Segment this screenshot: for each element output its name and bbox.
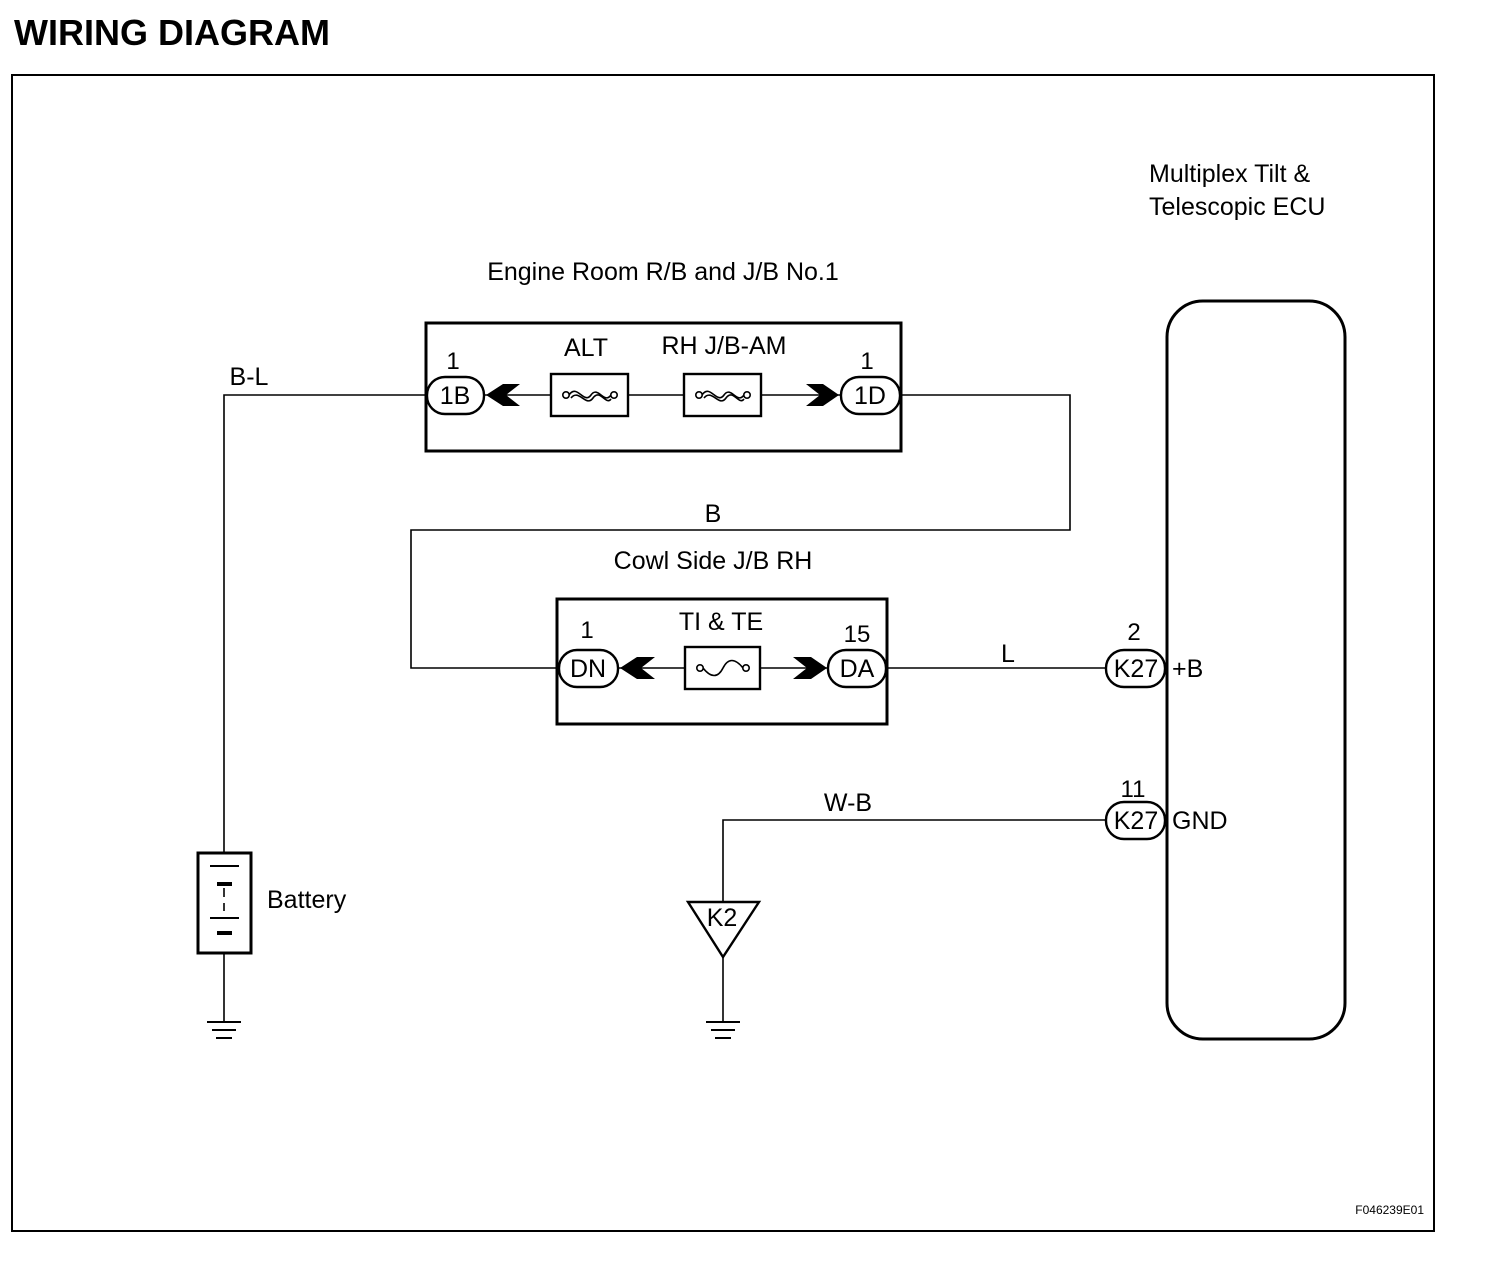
k2-ground-icon bbox=[706, 1021, 740, 1039]
battery-label: Battery bbox=[267, 886, 347, 914]
wire-w-b bbox=[722, 819, 1106, 902]
connector-1b-arrow-icon bbox=[486, 384, 520, 406]
ecu-terminal-bplus: +B bbox=[1172, 655, 1203, 683]
fuse-rh-jb-am-symbol-icon bbox=[694, 390, 751, 402]
ecu-pin-gnd-number: 11 bbox=[1121, 776, 1146, 803]
connector-k27-gnd bbox=[1104, 800, 1167, 841]
engine-room-jb-right-pin: 1 bbox=[860, 348, 873, 375]
wire-w-b-label: W-B bbox=[824, 789, 872, 817]
battery-ground-icon bbox=[207, 1021, 241, 1039]
fuse-alt-symbol-icon bbox=[561, 390, 618, 402]
connector-dn-arrow-icon bbox=[620, 657, 655, 679]
wire-b-label: B bbox=[705, 500, 722, 528]
engine-room-jb-box bbox=[424, 321, 903, 453]
connector-k27-gnd-label: K27 bbox=[1114, 807, 1158, 835]
cowl-side-jb-title: Cowl Side J/B RH bbox=[614, 547, 813, 575]
ecu-name-line1: Multiplex Tilt & bbox=[1149, 160, 1310, 188]
connector-1d-label: 1D bbox=[854, 382, 886, 410]
fuse-ti-te-label: TI & TE bbox=[679, 608, 763, 636]
engine-room-jb-title: Engine Room R/B and J/B No.1 bbox=[487, 258, 839, 286]
connector-da-arrow-icon bbox=[793, 657, 827, 679]
engine-room-jb-left-pin: 1 bbox=[446, 348, 459, 375]
connector-dn-label: DN bbox=[570, 655, 606, 683]
ecu-pin-bplus-number: 2 bbox=[1127, 619, 1140, 646]
ecu-body bbox=[1165, 299, 1347, 1041]
page-title: WIRING DIAGRAM bbox=[14, 12, 330, 53]
battery-cells-icon bbox=[210, 865, 239, 935]
connector-1b-label: 1B bbox=[440, 382, 471, 410]
wire-l-label: L bbox=[1001, 640, 1015, 668]
ground-point-label: K2 bbox=[707, 904, 738, 932]
connector-k27-bplus bbox=[1104, 648, 1167, 689]
fuse-alt-label: ALT bbox=[564, 334, 608, 362]
ecu-terminal-gnd: GND bbox=[1172, 807, 1228, 835]
diagram-frame bbox=[11, 74, 1435, 1232]
cowl-side-jb-box bbox=[555, 597, 889, 726]
connector-k27-bplus-label: K27 bbox=[1114, 655, 1158, 683]
wire-b bbox=[410, 394, 1071, 669]
fuse-ti-te-symbol-icon bbox=[695, 659, 750, 677]
connector-da bbox=[826, 648, 888, 689]
ground-point-k2 bbox=[685, 900, 762, 960]
cowl-side-jb-left-pin: 1 bbox=[580, 617, 593, 644]
wire-b-l bbox=[223, 394, 427, 855]
connector-1d-arrow-icon bbox=[806, 384, 839, 406]
figure-id: F046239E01 bbox=[1355, 1203, 1424, 1217]
wire-b-l-label: B-L bbox=[230, 363, 269, 391]
connector-da-label: DA bbox=[840, 655, 875, 683]
fuse-rh-jb-am-label: RH J/B-AM bbox=[662, 332, 787, 360]
cowl-side-jb-right-pin: 15 bbox=[844, 621, 871, 648]
ecu-name-line2: Telescopic ECU bbox=[1149, 193, 1325, 221]
connector-dn bbox=[557, 648, 620, 689]
